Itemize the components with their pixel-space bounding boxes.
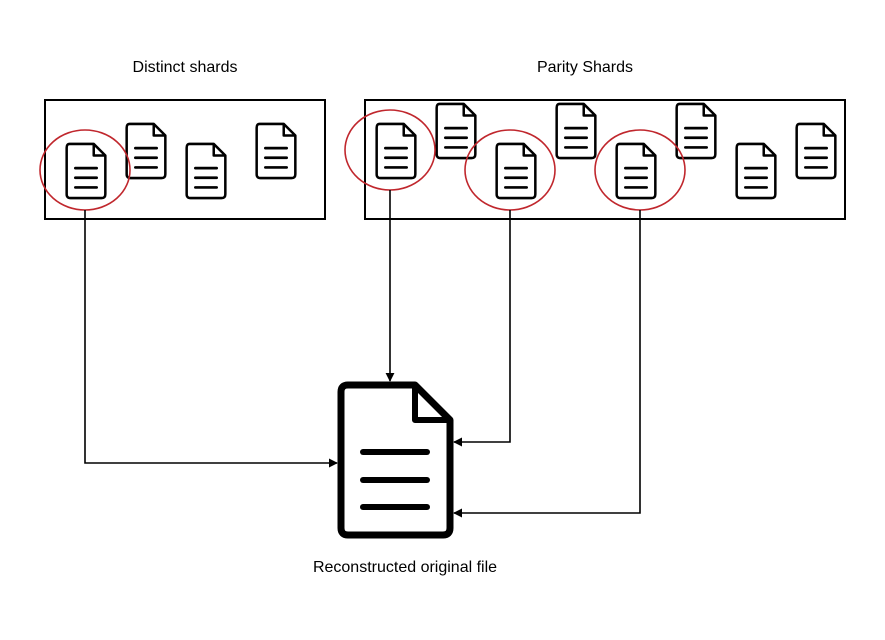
parity-shard-7-icon — [735, 142, 777, 200]
connector-distinct-to-output — [84, 210, 338, 468]
connector-parity-3-to-output — [453, 210, 641, 518]
distinct-shard-3-icon — [185, 142, 227, 200]
reconstructed-file-icon — [337, 381, 454, 539]
parity-shard-3-icon — [495, 142, 537, 200]
reconstructed-file-label: Reconstructed original file — [312, 559, 498, 576]
distinct-shard-1-icon — [65, 142, 107, 200]
parity-shard-5-icon — [615, 142, 657, 200]
connector-parity-2-to-output — [453, 210, 511, 447]
distinct-shard-2-icon — [125, 122, 167, 180]
distinct-shards-box — [44, 99, 326, 220]
parity-shards-box — [364, 99, 846, 220]
parity-shards-title: Parity Shards — [536, 59, 634, 76]
distinct-shards-title: Distinct shards — [132, 59, 238, 76]
parity-shard-2-icon — [435, 102, 477, 160]
parity-shard-6-icon — [675, 102, 717, 160]
parity-shard-4-icon — [555, 102, 597, 160]
parity-shard-8-icon — [795, 122, 837, 180]
parity-shard-1-icon — [375, 122, 417, 180]
distinct-shard-4-icon — [255, 122, 297, 180]
